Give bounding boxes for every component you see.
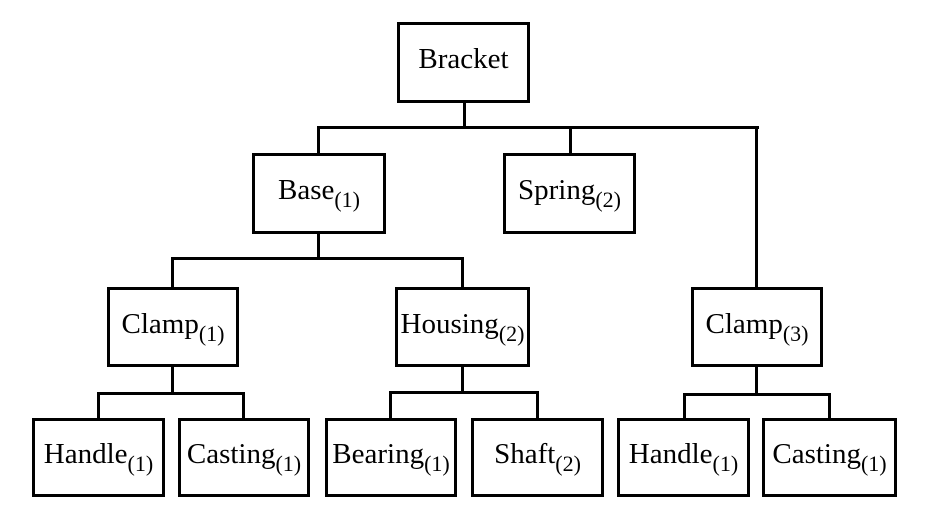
connector-base-stub xyxy=(317,232,320,260)
node-casting-right-qty: (1) xyxy=(860,451,887,476)
node-clamp-1-label: Clamp(1) xyxy=(121,307,225,346)
connector-drop-clamp3 xyxy=(755,126,758,289)
connector-housing-stub xyxy=(461,365,464,393)
connector-bracket-stub xyxy=(463,101,466,128)
connector-drop-shaft xyxy=(536,391,539,420)
node-bracket-label: Bracket xyxy=(418,43,509,75)
node-casting-left-qty: (1) xyxy=(275,451,302,476)
connector-drop-spring xyxy=(569,126,572,155)
node-casting-left-label: Casting(1) xyxy=(186,438,302,476)
connector-level1-horizontal xyxy=(317,126,759,129)
node-shaft: Shaft(2) xyxy=(471,418,604,497)
node-handle-left: Handle(1) xyxy=(32,418,165,497)
connector-clamp1-horizontal xyxy=(97,392,245,395)
connector-level2-horizontal xyxy=(171,257,464,260)
node-bearing-label: Bearing(1) xyxy=(332,438,450,476)
connector-drop-handle1 xyxy=(97,392,100,420)
node-clamp-1-qty: (1) xyxy=(198,320,225,346)
node-casting-right-label: Casting(1) xyxy=(772,438,887,476)
node-handle-right-qty: (1) xyxy=(712,451,739,476)
node-housing-qty: (2) xyxy=(498,320,525,346)
node-handle-left-label: Handle(1) xyxy=(43,438,154,476)
node-handle-right-label: Handle(1) xyxy=(628,438,739,476)
connector-housing-horizontal xyxy=(389,391,539,394)
connector-drop-clamp1 xyxy=(171,257,174,289)
node-base-label: Base(1) xyxy=(277,174,361,212)
node-spring: Spring(2) xyxy=(503,153,636,234)
node-bearing: Bearing(1) xyxy=(325,418,457,497)
connector-drop-bearing xyxy=(389,391,392,420)
connector-clamp3-horizontal xyxy=(683,393,831,396)
node-housing-label: Housing(2) xyxy=(400,307,525,346)
node-clamp-3-label: Clamp(3) xyxy=(705,307,809,346)
node-clamp-3: Clamp(3) xyxy=(691,287,823,367)
connector-clamp3-stub xyxy=(755,365,758,395)
node-clamp-3-qty: (3) xyxy=(782,320,809,346)
node-casting-left: Casting(1) xyxy=(178,418,310,497)
node-spring-qty: (2) xyxy=(595,187,621,212)
connector-drop-handle2 xyxy=(683,393,686,420)
connector-drop-casting2 xyxy=(828,393,831,420)
connector-clamp1-stub xyxy=(171,365,174,394)
node-clamp-1: Clamp(1) xyxy=(107,287,239,367)
node-casting-right: Casting(1) xyxy=(762,418,897,497)
node-spring-label: Spring(2) xyxy=(518,174,621,212)
node-shaft-label: Shaft(2) xyxy=(494,438,581,476)
node-base-qty: (1) xyxy=(334,187,361,212)
node-handle-left-qty: (1) xyxy=(127,451,154,476)
node-shaft-qty: (2) xyxy=(555,451,581,476)
node-bearing-qty: (1) xyxy=(424,451,450,476)
node-handle-right: Handle(1) xyxy=(617,418,750,497)
connector-drop-casting1 xyxy=(242,392,245,420)
connector-drop-housing xyxy=(461,257,464,289)
node-base: Base(1) xyxy=(252,153,386,234)
node-bracket: Bracket xyxy=(397,22,530,103)
connector-drop-base xyxy=(317,126,320,155)
node-housing: Housing(2) xyxy=(395,287,530,367)
